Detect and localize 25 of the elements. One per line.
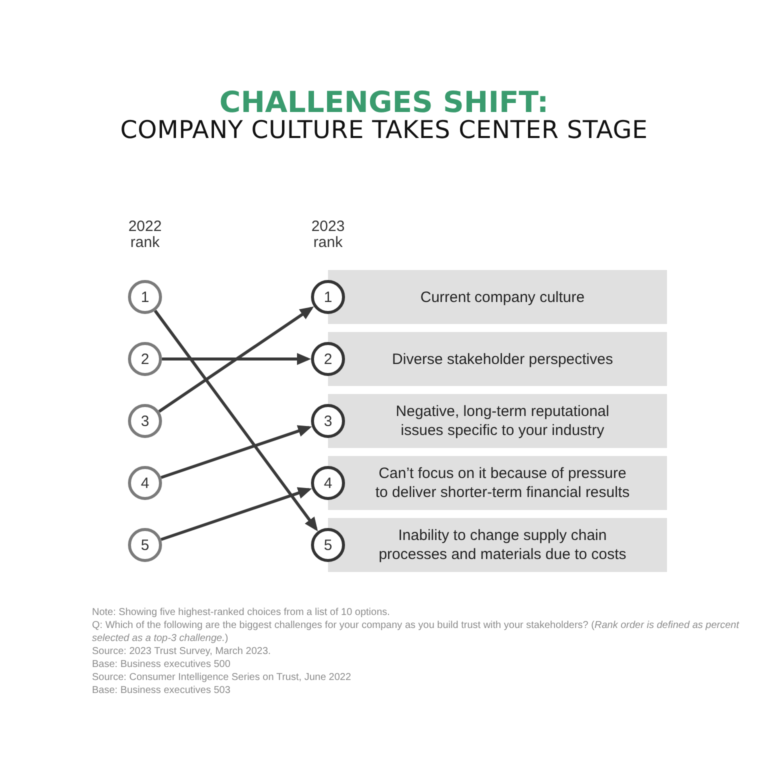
column-header: 2022 rank: [128, 219, 162, 251]
rank-circle: 3: [128, 404, 162, 438]
arrow: [160, 487, 312, 541]
footnote: Note: Showing five highest-ranked choices from a list of 10 options.: [92, 606, 390, 619]
arrow: [158, 306, 314, 413]
rank-circle: 2: [128, 342, 162, 376]
rank-circle: 4: [128, 466, 162, 500]
title: CHALLENGES SHIFT:: [219, 86, 549, 118]
subtitle: COMPANY CULTURE TAKES CENTER STAGE: [120, 116, 648, 144]
footnote: Source: Consumer Intelligence Series on Trust, June 2022: [92, 671, 352, 684]
arrow: [162, 353, 311, 365]
rank-circle: 5: [311, 528, 345, 562]
rank-circle: 4: [311, 466, 345, 500]
rank-circle: 2: [311, 342, 345, 376]
rank-circle: 5: [128, 528, 162, 562]
footnote: Source: 2023 Trust Survey, March 2023.: [92, 645, 271, 658]
arrow: [154, 310, 318, 532]
rank-circle: 3: [311, 404, 345, 438]
rank-circle: 1: [128, 280, 162, 314]
footnote: Base: Business executives 503: [92, 684, 230, 697]
footnote: Base: Business executives 500: [92, 658, 230, 671]
footnote: Q: Which of the following are the biggest challenges for your company as you build trust with your stakeholders? (Rank order is defined as percent selected as a top-3 challenge.): [92, 619, 740, 645]
arrow: [160, 425, 312, 479]
rank-circle: 1: [311, 280, 345, 314]
column-header: 2023 rank: [311, 219, 345, 251]
